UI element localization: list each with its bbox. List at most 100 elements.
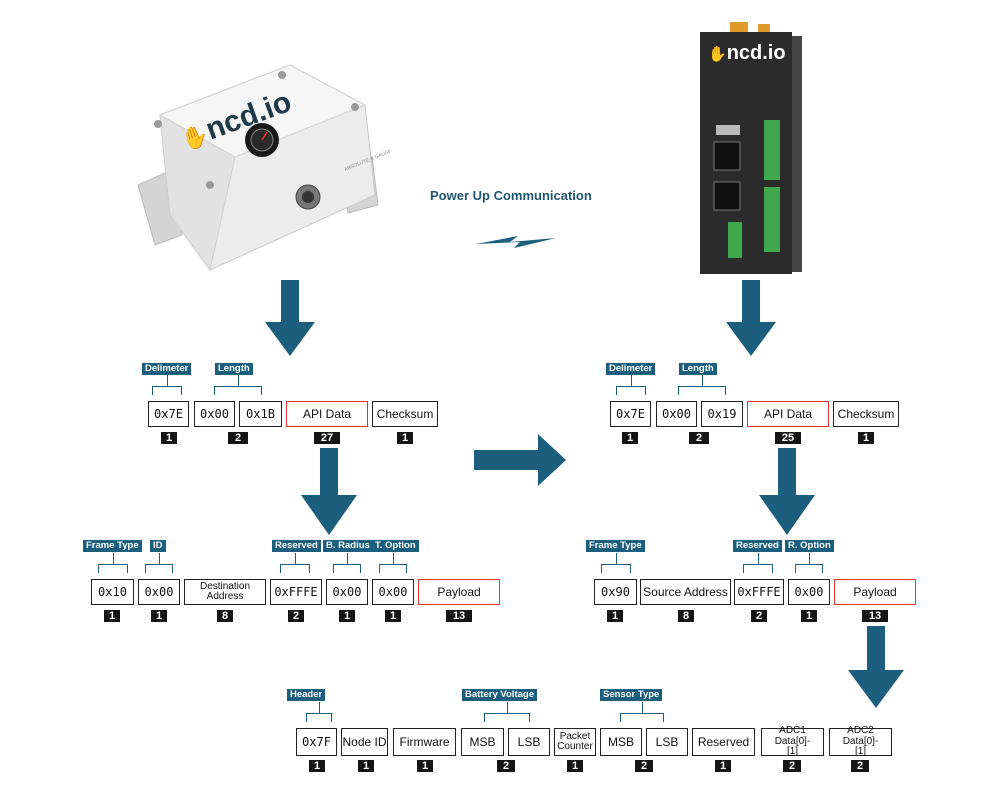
payload-sensor-msb: MSB [600,728,642,756]
frame-checksum: Checksum [833,401,899,427]
brace-sensor-type [620,702,664,722]
count-sensor-type: 2 [635,760,653,772]
tag-frame-type: Frame Type [586,540,645,552]
tag-header: Header [287,689,326,701]
count-frame-type: 1 [104,610,120,622]
api-transmit-option: 0x00 [372,579,414,605]
brace-delimeter [616,375,646,395]
count-b-radius: 1 [339,610,355,622]
wireless-signal-icon [476,236,556,248]
api-source-address: Source Address [640,579,731,605]
tag-b-radius: B. Radius [323,540,373,552]
brace-reserved [743,553,773,573]
frame-delimiter: 0x7E [610,401,651,427]
count-delimiter: 1 [622,432,638,444]
down-arrow-right-api [759,448,815,535]
api-frame-type: 0x90 [594,579,637,605]
count-delimiter: 1 [161,432,177,444]
payload-header: 0x7F [296,728,337,756]
down-arrow-left-api [301,448,357,535]
brace-length [678,375,726,395]
tag-length: Length [679,363,717,375]
gateway-device-image [700,22,802,274]
count-adc1: 2 [783,760,801,772]
tag-battery-voltage: Battery Voltage [462,689,537,701]
count-payload: 13 [862,610,888,622]
tag-sensor-type: Sensor Type [600,689,663,701]
count-length: 2 [689,432,709,444]
tag-delimeter: Delimeter [142,363,192,375]
gateway-brand-logo: ✋ncd.io [708,42,786,64]
count-api-data: 27 [314,432,340,444]
count-r-option: 1 [801,610,817,622]
frame-length-msb: 0x00 [194,401,235,427]
count-id: 1 [151,610,167,622]
brace-length [214,375,262,395]
count-api-data: 25 [775,432,801,444]
count-frame-type: 1 [607,610,623,622]
tag-length: Length [215,363,253,375]
count-t-option: 1 [385,610,401,622]
brace-header [306,702,332,722]
brace-frame-type [98,553,128,573]
diagram-title: Power Up Communication [430,188,592,203]
count-checksum: 1 [858,432,874,444]
payload-battery-msb: MSB [461,728,504,756]
brace-t-option [379,553,407,573]
payload-sensor-lsb: LSB [646,728,688,756]
frame-delimiter: 0x7E [148,401,189,427]
payload-adc2: ADC2 Data[0]-[1] [829,726,892,757]
api-payload: Payload [834,579,916,605]
api-receive-option: 0x00 [788,579,830,605]
down-arrow-gateway [726,280,776,356]
brace-r-option [795,553,823,573]
api-destination-address: Destination Address [184,579,266,605]
count-destination-address: 8 [217,610,233,622]
brace-reserved [280,553,310,573]
brace-id [145,553,173,573]
count-node-id: 1 [358,760,374,772]
tag-id: ID [150,540,166,552]
count-header: 1 [309,760,325,772]
frame-length-lsb: 0x19 [701,401,743,427]
hand-logo-icon: ✋ [708,46,727,63]
api-payload: Payload [418,579,500,605]
payload-reserved: Reserved [692,728,755,756]
count-battery-voltage: 2 [497,760,515,772]
payload-node-id: Node ID [341,728,388,756]
count-payload: 13 [446,610,472,622]
api-frame-type: 0x10 [91,579,134,605]
frame-length-msb: 0x00 [656,401,697,427]
api-broadcast-radius: 0x00 [326,579,368,605]
count-adc2: 2 [851,760,869,772]
tag-reserved: Reserved [272,540,321,552]
payload-adc1: ADC1 Data[0]-[1] [761,726,824,757]
right-arrow-frames [474,434,566,486]
tag-delimeter: Delimeter [606,363,656,375]
pressure-sensor-image: ABSOLUTE & GAUGE PRESSURE SENSOR [137,64,390,272]
count-source-address: 8 [678,610,694,622]
frame-length-lsb: 0x1B [239,401,282,427]
payload-firmware: Firmware [393,728,456,756]
tag-frame-type: Frame Type [83,540,142,552]
brace-frame-type [601,553,631,573]
frame-api-data: API Data [286,401,368,427]
down-arrow-payload [848,626,904,708]
count-reserved: 1 [715,760,731,772]
brace-delimeter [152,375,182,395]
brace-battery-voltage [484,702,530,722]
payload-battery-lsb: LSB [508,728,550,756]
count-firmware: 1 [417,760,433,772]
brace-b-radius [333,553,361,573]
frame-checksum: Checksum [372,401,438,427]
frame-api-data: API Data [747,401,829,427]
payload-packet-counter: Packet Counter [554,728,596,756]
api-reserved: 0xFFFE [270,579,322,605]
count-reserved: 2 [751,610,767,622]
api-frame-id: 0x00 [138,579,180,605]
api-reserved: 0xFFFE [734,579,784,605]
count-packet-counter: 1 [567,760,583,772]
count-checksum: 1 [397,432,413,444]
count-length: 2 [228,432,248,444]
